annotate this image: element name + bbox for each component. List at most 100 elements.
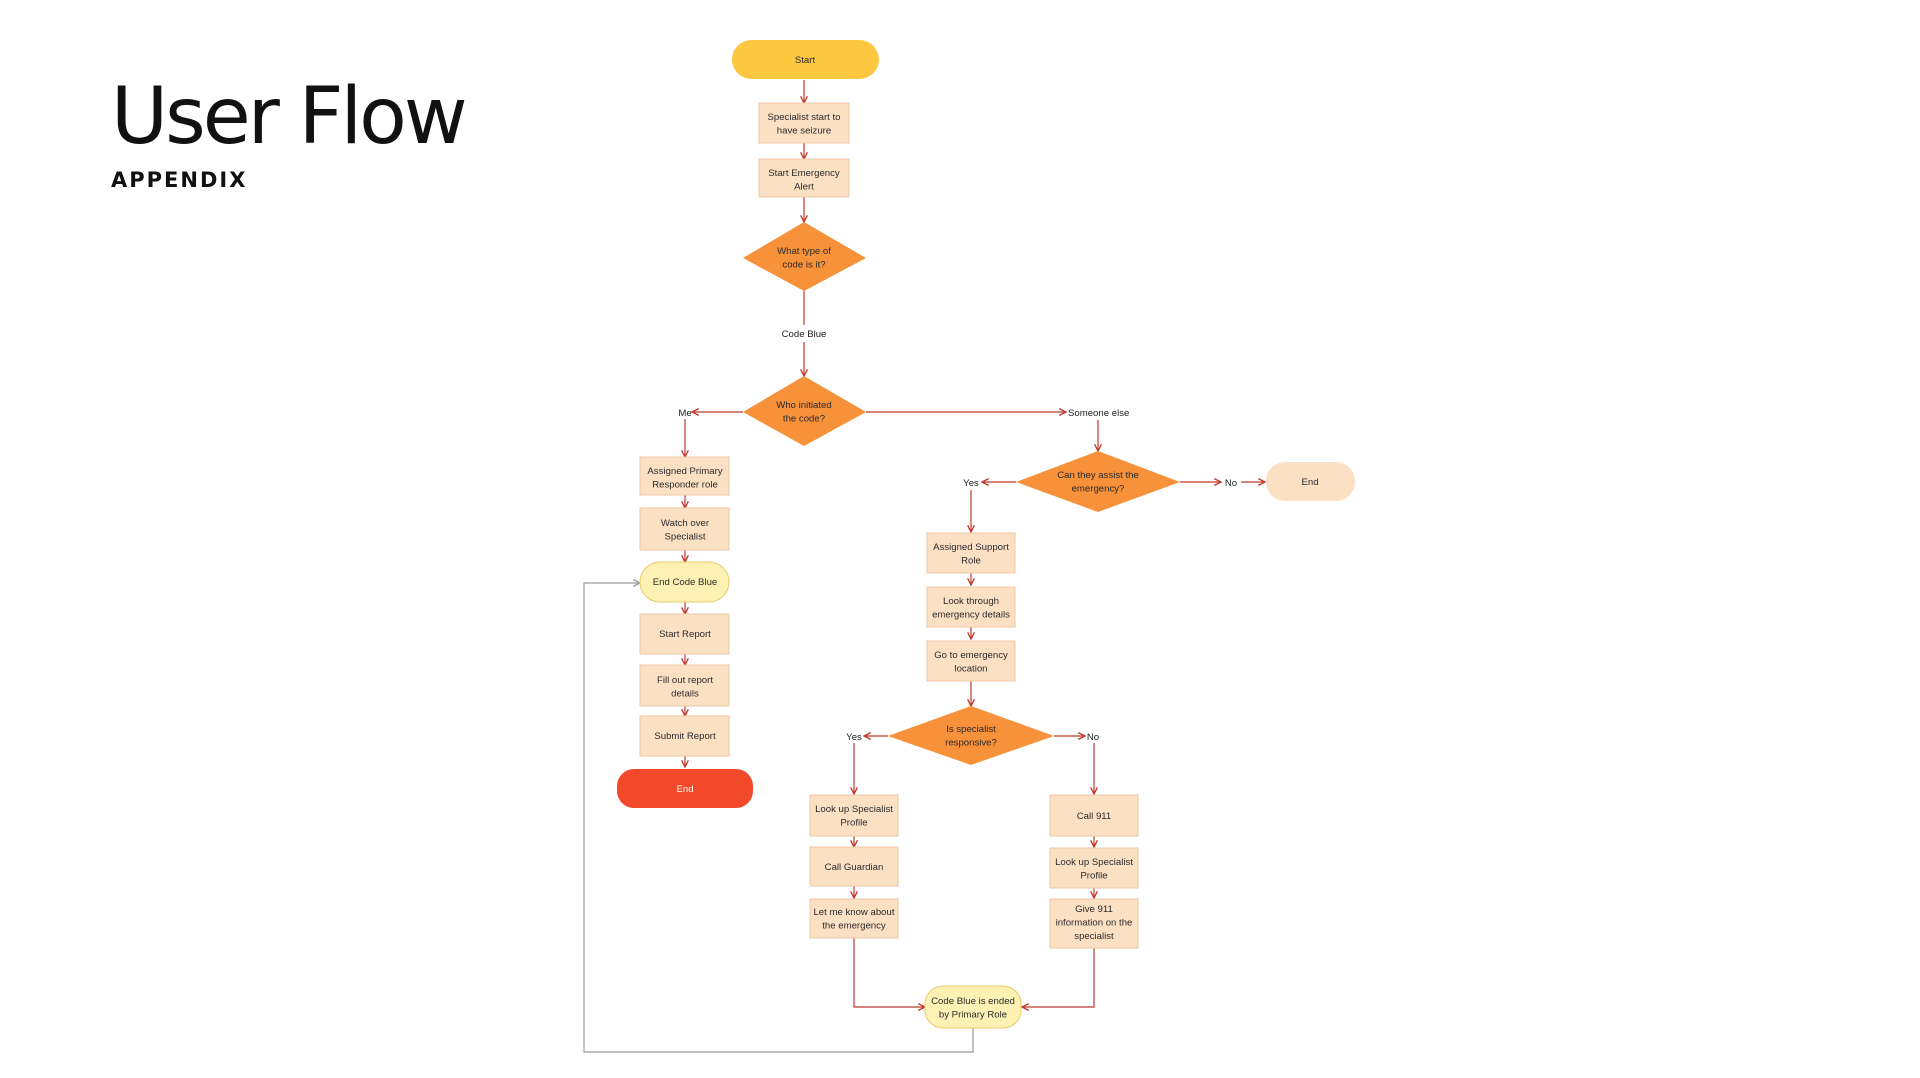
node-primary-role-label-line-2: Responder role	[652, 480, 718, 491]
node-go-location-label-line-1: Go to emergency	[934, 650, 1008, 661]
edge-labels: Code Blue Me Someone else Yes No Yes No	[678, 329, 1237, 743]
node-fill-report-label-line-2: details	[671, 689, 699, 700]
node-end-assist	[1266, 462, 1355, 501]
node-go-location	[926, 640, 1016, 682]
node-code-type-label-line-2: code is it?	[782, 260, 825, 271]
node-give-911-label-line-2: information on the	[1056, 918, 1133, 929]
label-code-blue: Code Blue	[782, 329, 827, 340]
node-end-assist-label: End	[1301, 477, 1318, 488]
node-responsive-label-line-1: Is specialist	[946, 724, 996, 735]
node-lookup-profile-no-label-line-2: Profile	[1080, 871, 1107, 882]
node-seizure-label-line-2: have seizure	[777, 126, 831, 137]
node-support-role-label-line-2: Role	[961, 556, 981, 567]
node-can-assist	[1016, 451, 1180, 512]
node-code-type-label-line-1: What type of	[777, 246, 831, 257]
label-assist-yes: Yes	[963, 478, 979, 489]
page-title: User Flow	[111, 72, 468, 162]
node-can-assist-label-line-1: Can they assist the	[1057, 470, 1139, 481]
node-give-911-label: Give 911 information on the specialist	[1056, 904, 1133, 942]
node-lookup-profile-yes-label-line-2: Profile	[840, 818, 867, 829]
node-call-guardian-label: Call Guardian	[825, 862, 884, 873]
edge-let-me-know-to-code-blue-ended	[853, 938, 925, 1007]
node-can-assist-label-line-2: emergency?	[1072, 484, 1125, 495]
node-watch-over-label-line-2: Specialist	[664, 532, 705, 543]
node-watch-over	[639, 507, 730, 551]
node-let-me-know-label-line-1: Let me know about	[813, 907, 894, 918]
node-submit-report	[639, 715, 730, 757]
label-someone-else: Someone else	[1068, 408, 1129, 419]
nodes: Start Specialist start to have seizure St…	[617, 40, 1355, 1029]
node-code-blue-ended-label-line-1: Code Blue is ended	[931, 996, 1015, 1007]
edges	[583, 80, 1265, 1053]
node-responsive-label-line-2: responsive?	[945, 738, 997, 749]
node-fill-report	[639, 664, 730, 707]
node-lookup-profile-yes	[809, 794, 899, 837]
node-lookup-profile-no-label-line-1: Look up Specialist	[1055, 857, 1133, 868]
label-resp-no: No	[1087, 732, 1099, 743]
node-primary-role	[639, 456, 730, 496]
node-lookup-profile-yes-label-line-1: Look up Specialist	[815, 804, 893, 815]
node-seizure	[758, 102, 850, 144]
node-alert	[758, 158, 850, 198]
node-who-initiated	[743, 376, 866, 446]
node-give-911-label-line-3: specialist	[1074, 931, 1114, 942]
node-let-me-know-label-line-2: the emergency	[822, 921, 886, 932]
node-start-label: Start	[795, 55, 816, 66]
node-look-details-label-line-1: Look through	[943, 596, 999, 607]
node-responsive	[888, 706, 1054, 765]
node-start-report	[639, 613, 730, 655]
node-support-role-label-line-1: Assigned Support	[933, 542, 1009, 553]
label-assist-no: No	[1225, 478, 1237, 489]
node-end-code-blue-label: End Code Blue	[653, 577, 718, 588]
node-code-blue-ended-label: Code Blue is ended by Primary Role	[931, 996, 1015, 1021]
node-code-type-label: What type of code is it?	[777, 246, 831, 271]
node-can-assist-label: Can they assist the emergency?	[1057, 470, 1139, 495]
node-give-911	[1049, 898, 1139, 949]
node-support-role	[926, 532, 1016, 574]
node-primary-role-label-line-1: Assigned Primary	[647, 466, 722, 477]
node-seizure-label-line-1: Specialist start to	[767, 112, 840, 123]
label-me: Me	[678, 408, 691, 419]
edge-give-911-to-code-blue-ended	[1022, 948, 1095, 1007]
node-end-main-label: End	[676, 784, 693, 795]
node-end-main	[617, 769, 753, 808]
node-code-blue-ended-label-line-2: by Primary Role	[939, 1010, 1007, 1021]
node-go-location-label: Go to emergency location	[934, 650, 1008, 675]
node-call-911-label: Call 911	[1077, 811, 1112, 822]
node-seizure-label: Specialist start to have seizure	[767, 112, 840, 137]
node-let-me-know-label: Let me know about the emergency	[813, 907, 894, 932]
node-start	[732, 40, 879, 79]
node-watch-over-label-line-1: Watch over	[661, 518, 710, 529]
node-look-details-label: Look through emergency details	[932, 596, 1010, 621]
node-call-guardian	[809, 846, 899, 887]
node-who-initiated-label-line-1: Who initiated	[776, 400, 831, 411]
node-who-initiated-label: Who initiated the code?	[776, 400, 831, 425]
node-alert-label-line-2: Alert	[794, 182, 814, 193]
node-code-type	[743, 222, 866, 291]
node-start-report-label: Start Report	[659, 629, 711, 640]
edge-loop-back-to-end-code-blue	[583, 583, 974, 1053]
node-who-initiated-label-line-2: the code?	[783, 414, 825, 425]
label-resp-yes: Yes	[846, 732, 862, 743]
node-fill-report-label-line-1: Fill out report	[657, 675, 713, 686]
node-look-details-label-line-2: emergency details	[932, 610, 1010, 621]
node-submit-report-label: Submit Report	[654, 731, 716, 742]
node-let-me-know	[809, 898, 899, 939]
node-go-location-label-line-2: location	[954, 664, 987, 675]
node-call-911	[1049, 794, 1139, 837]
node-look-details	[926, 586, 1016, 628]
node-responsive-label: Is specialist responsive?	[945, 724, 997, 749]
node-alert-label-line-1: Start Emergency	[768, 168, 840, 179]
node-end-code-blue	[639, 561, 730, 603]
node-lookup-profile-no	[1049, 847, 1139, 889]
node-give-911-label-line-1: Give 911	[1075, 904, 1113, 915]
node-code-blue-ended	[924, 985, 1022, 1029]
page-subtitle: APPENDIX	[111, 168, 248, 192]
